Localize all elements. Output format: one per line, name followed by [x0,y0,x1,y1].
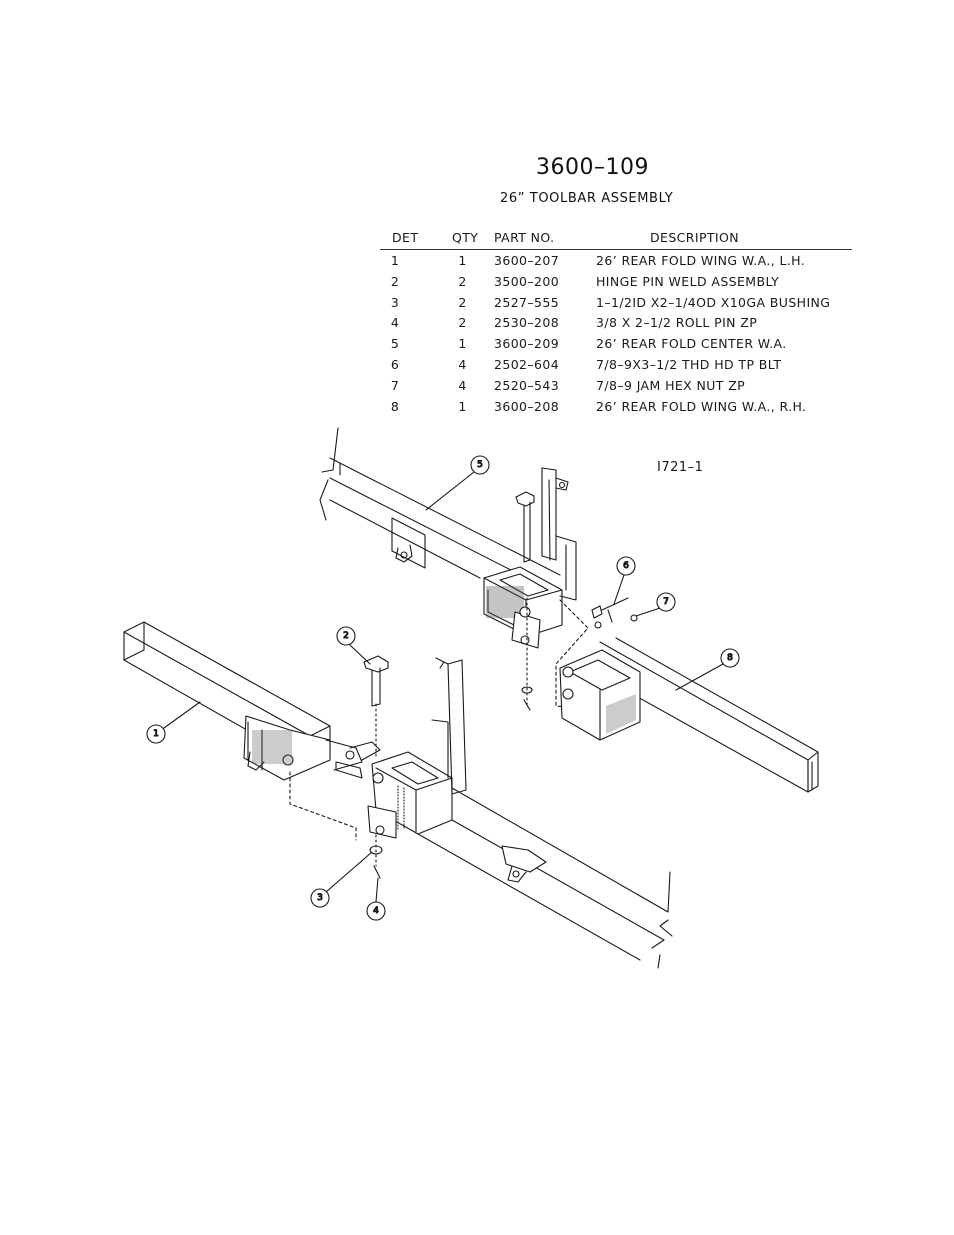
bill-of-materials: DET QTY PART NO. DESCRIPTION 1 1 3600–20… [380,230,852,419]
bom-row: 2 2 3500–200 HINGE PIN WELD ASSEMBLY [380,274,852,295]
row-qty: 4 [458,356,467,372]
bom-row: 3 2 2527–555 1–1/2ID X2–1/4OD X10GA BUSH… [380,295,852,316]
callout-3-label: 3 [317,893,323,903]
callout-5-label: 5 [477,460,483,470]
rh-wing-weldment [559,597,819,793]
header-qty: QTY [452,230,479,245]
row-qty: 4 [458,377,467,393]
bom-header: DET QTY PART NO. DESCRIPTION [380,230,852,250]
row-det: 3 [390,294,400,310]
assembly-number: 3600–109 [536,155,649,180]
callout-8-label: 8 [727,653,733,663]
row-qty: 2 [458,273,467,289]
row-desc: HINGE PIN WELD ASSEMBLY [596,273,780,289]
lh-wing-weldment [123,621,381,781]
row-part: 3600–208 [494,398,560,414]
row-part: 2520–543 [494,377,560,393]
row-part: 3600–207 [494,253,560,268]
callout-1: 1 [146,701,201,744]
row-qty: 1 [458,398,467,414]
callout-6: 6 [613,556,636,605]
callout-2: 2 [336,626,371,665]
row-det: 5 [390,336,400,352]
row-desc: 7/8–9X3–1/2 THD HD TP BLT [596,356,782,372]
callout-7: 7 [635,592,676,617]
row-qty: 1 [458,253,467,268]
row-desc: 1–1/2ID X2–1/4OD X10GA BUSHING [596,294,831,310]
callout-4: 4 [366,877,386,921]
row-det: 2 [390,273,400,289]
callout-2-label: 2 [343,631,349,641]
callout-7-label: 7 [663,597,669,607]
bom-row: 1 1 3600–207 26’ REAR FOLD WING W.A., L.… [380,253,852,274]
row-qty: 2 [458,294,467,310]
bom-row: 7 4 2520–543 7/8–9 JAM HEX NUT ZP [380,378,852,399]
assembly-name: 26” TOOLBAR ASSEMBLY [500,191,674,206]
hinge-pin-upper [515,491,535,711]
callout-3: 3 [310,851,373,908]
row-qty: 2 [458,315,467,331]
header-det: DET [392,230,419,245]
bom-row: 5 1 3600–209 26’ REAR FOLD CENTER W.A. [380,336,852,357]
callout-6-label: 6 [623,561,629,571]
bom-row: 4 2 2530–208 3/8 X 2–1/2 ROLL PIN ZP [380,315,852,336]
row-det: 6 [390,356,400,372]
header-desc: DESCRIPTION [650,230,740,245]
hinge-pin-lower [363,655,389,879]
row-desc: 26’ REAR FOLD CENTER W.A. [596,336,787,352]
row-det: 8 [390,398,400,414]
row-desc: 3/8 X 2–1/2 ROLL PIN ZP [596,315,758,331]
row-part: 3500–200 [494,273,560,289]
lower-center-weldment [289,657,673,969]
row-desc: 7/8–9 JAM HEX NUT ZP [596,377,746,393]
callout-1-label: 1 [153,729,159,739]
row-part: 2527–555 [494,294,560,310]
bom-row: 8 1 3600–208 26’ REAR FOLD WING W.A., R.… [380,399,852,420]
header-part: PART NO. [494,230,555,245]
callout-8: 8 [675,648,740,691]
row-qty: 1 [458,336,467,352]
row-det: 1 [390,253,400,268]
row-part: 2530–208 [494,315,560,331]
bom-row: 6 4 2502–604 7/8–9X3–1/2 THD HD TP BLT [380,357,852,378]
row-part: 2502–604 [494,356,560,372]
row-desc: 26’ REAR FOLD WING W.A., L.H. [596,253,806,268]
row-desc: 26’ REAR FOLD WING W.A., R.H. [596,398,807,414]
row-part: 3600–209 [494,336,560,352]
row-det: 4 [390,315,400,331]
drawing-number: I721–1 [657,460,704,475]
callout-4-label: 4 [373,906,379,916]
center-weldment [319,427,589,709]
row-det: 7 [390,377,400,393]
callout-5: 5 [425,455,490,511]
